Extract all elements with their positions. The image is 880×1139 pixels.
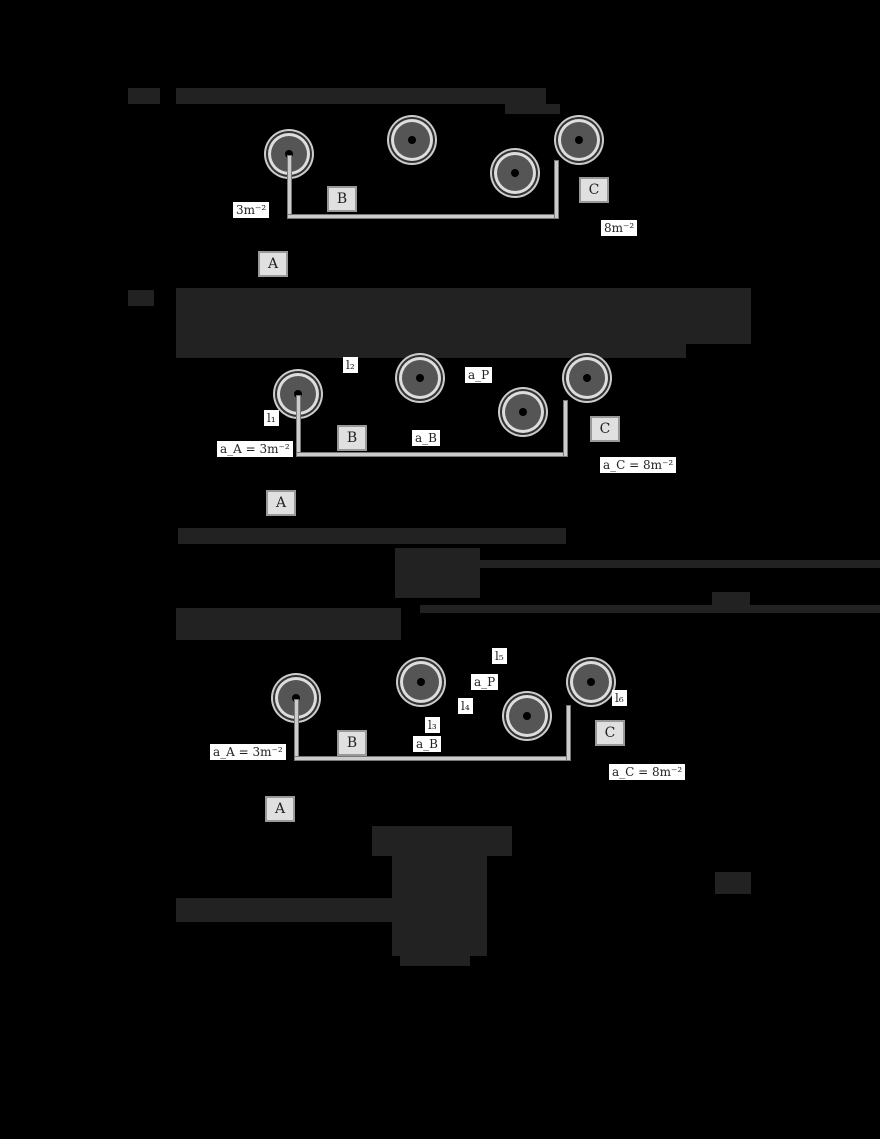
length-label: l₂ xyxy=(343,357,358,373)
pulley-icon xyxy=(497,155,533,191)
rope xyxy=(563,400,568,457)
equation-number xyxy=(715,872,751,894)
equation xyxy=(400,950,470,966)
accel-label: a_A = 3m⁻² xyxy=(217,441,293,457)
question-text xyxy=(176,344,686,358)
length-label: l₅ xyxy=(492,648,507,664)
solution-text xyxy=(176,608,401,640)
block-b: B xyxy=(327,186,357,212)
length-label: l₄ xyxy=(458,698,473,714)
accel-label: a_B xyxy=(412,430,440,446)
block-c: C xyxy=(595,720,625,746)
block-a: A xyxy=(265,796,295,822)
rope xyxy=(566,705,571,761)
block-c: C xyxy=(579,177,609,203)
accel-label: 3m⁻² xyxy=(233,202,270,218)
equation xyxy=(395,548,480,598)
rope xyxy=(287,155,292,219)
accel-label: a_C = 8m⁻² xyxy=(600,457,677,473)
rope xyxy=(296,395,301,457)
pulley-icon xyxy=(569,360,605,396)
rope xyxy=(554,160,559,219)
question-text xyxy=(176,88,546,104)
accel-label: a_B xyxy=(413,736,441,752)
accel-label: a_P xyxy=(465,367,493,383)
equation-line xyxy=(470,560,880,568)
pulley-icon xyxy=(403,664,439,700)
equation-number xyxy=(712,592,750,610)
pulley-icon xyxy=(509,698,545,734)
question-text xyxy=(505,104,560,114)
block-a: A xyxy=(258,251,288,277)
question-number xyxy=(128,290,154,306)
accel-label: a_P xyxy=(471,674,499,690)
rope xyxy=(296,452,568,457)
rope xyxy=(294,756,571,761)
pulley-icon xyxy=(505,394,541,430)
pulley-icon xyxy=(573,664,609,700)
equation xyxy=(392,856,487,956)
equation xyxy=(372,826,512,856)
pulley-icon xyxy=(394,122,430,158)
accel-label: a_C = 8m⁻² xyxy=(609,764,686,780)
rope xyxy=(294,699,299,761)
block-b: B xyxy=(337,730,367,756)
length-label: l₁ xyxy=(264,410,279,426)
solution-text xyxy=(176,898,400,922)
length-label: l₆ xyxy=(612,690,627,706)
solution-text xyxy=(178,528,566,544)
accel-label: a_A = 3m⁻² xyxy=(210,744,286,760)
rope xyxy=(287,214,559,219)
block-a: A xyxy=(266,490,296,516)
pulley-icon xyxy=(561,122,597,158)
block-b: B xyxy=(337,425,367,451)
question-text xyxy=(176,288,751,344)
question-number xyxy=(128,88,160,104)
length-label: l₃ xyxy=(425,717,440,733)
pulley-icon xyxy=(402,360,438,396)
block-c: C xyxy=(590,416,620,442)
equation-line xyxy=(420,605,880,613)
accel-label: 8m⁻² xyxy=(601,220,638,236)
